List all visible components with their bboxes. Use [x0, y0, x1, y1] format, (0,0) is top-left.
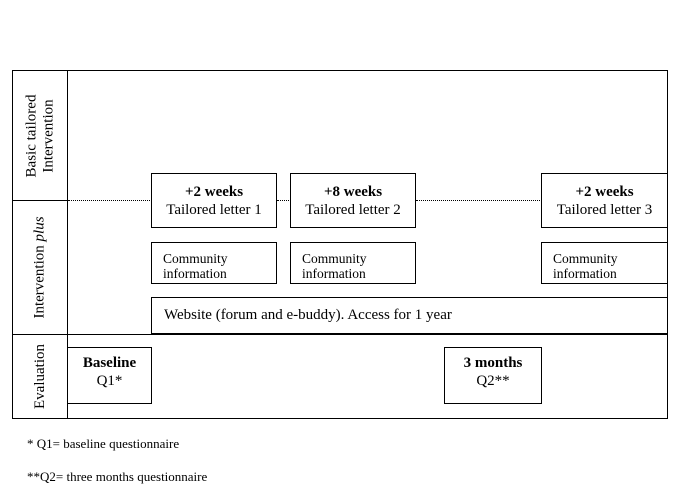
row-separator-dotted [68, 200, 152, 201]
website-box: Website (forum and e-buddy). Access for … [151, 297, 668, 334]
website-label: Website (forum and e-buddy). Access for … [164, 307, 452, 323]
footnote-q2: **Q2= three months questionnaire [27, 469, 208, 484]
community-info-line2: information [163, 266, 227, 281]
row-label-plus: Intervention plus [13, 201, 67, 334]
community-info-line1: Community [163, 251, 228, 266]
row-label-plus-emphasis: plus [31, 216, 48, 242]
letter-label: Tailored letter 2 [305, 201, 401, 218]
evaluation-divider [12, 334, 668, 335]
evaluation-code: Q2** [476, 373, 510, 389]
letter-timing: +8 weeks [323, 183, 383, 200]
community-info-box-1: Community information [151, 242, 277, 284]
community-info-line2: information [553, 266, 617, 281]
row-label-basic-line1: Basic tailored [23, 94, 40, 177]
evaluation-title: Baseline [82, 355, 137, 371]
evaluation-3months-box: 3 months Q2** [444, 347, 542, 404]
row-label-basic: Basic tailored Intervention [13, 71, 67, 200]
letter-timing: +2 weeks [575, 183, 634, 200]
evaluation-code: Q1* [96, 373, 123, 389]
letter-box-3: +2 weeks Tailored letter 3 [541, 173, 668, 228]
label-column-divider [67, 70, 68, 419]
letter-timing: +2 weeks [184, 183, 244, 200]
row-label-evaluation: Evaluation [13, 335, 67, 418]
community-info-box-2: Community information [290, 242, 416, 284]
evaluation-title: 3 months [463, 355, 523, 371]
community-info-line2: information [302, 266, 366, 281]
basic-plus-divider [12, 200, 68, 201]
evaluation-baseline-box: Baseline Q1* [67, 347, 152, 404]
row-separator-dotted [416, 200, 542, 201]
letter-box-1: +2 weeks Tailored letter 1 [151, 173, 277, 228]
community-info-line1: Community [302, 251, 367, 266]
community-info-line1: Community [553, 251, 618, 266]
row-label-evaluation-text: Evaluation [31, 344, 48, 409]
footnote-q1: * Q1= baseline questionnaire [27, 436, 180, 451]
letter-label: Tailored letter 3 [556, 201, 653, 218]
row-label-basic-line2: Intervention [40, 98, 57, 173]
community-info-box-3: Community information [541, 242, 668, 284]
letter-box-2: +8 weeks Tailored letter 2 [290, 173, 416, 228]
row-separator-dotted [277, 200, 291, 201]
letter-label: Tailored letter 1 [166, 201, 262, 218]
row-label-plus-word: Intervention [31, 245, 48, 319]
